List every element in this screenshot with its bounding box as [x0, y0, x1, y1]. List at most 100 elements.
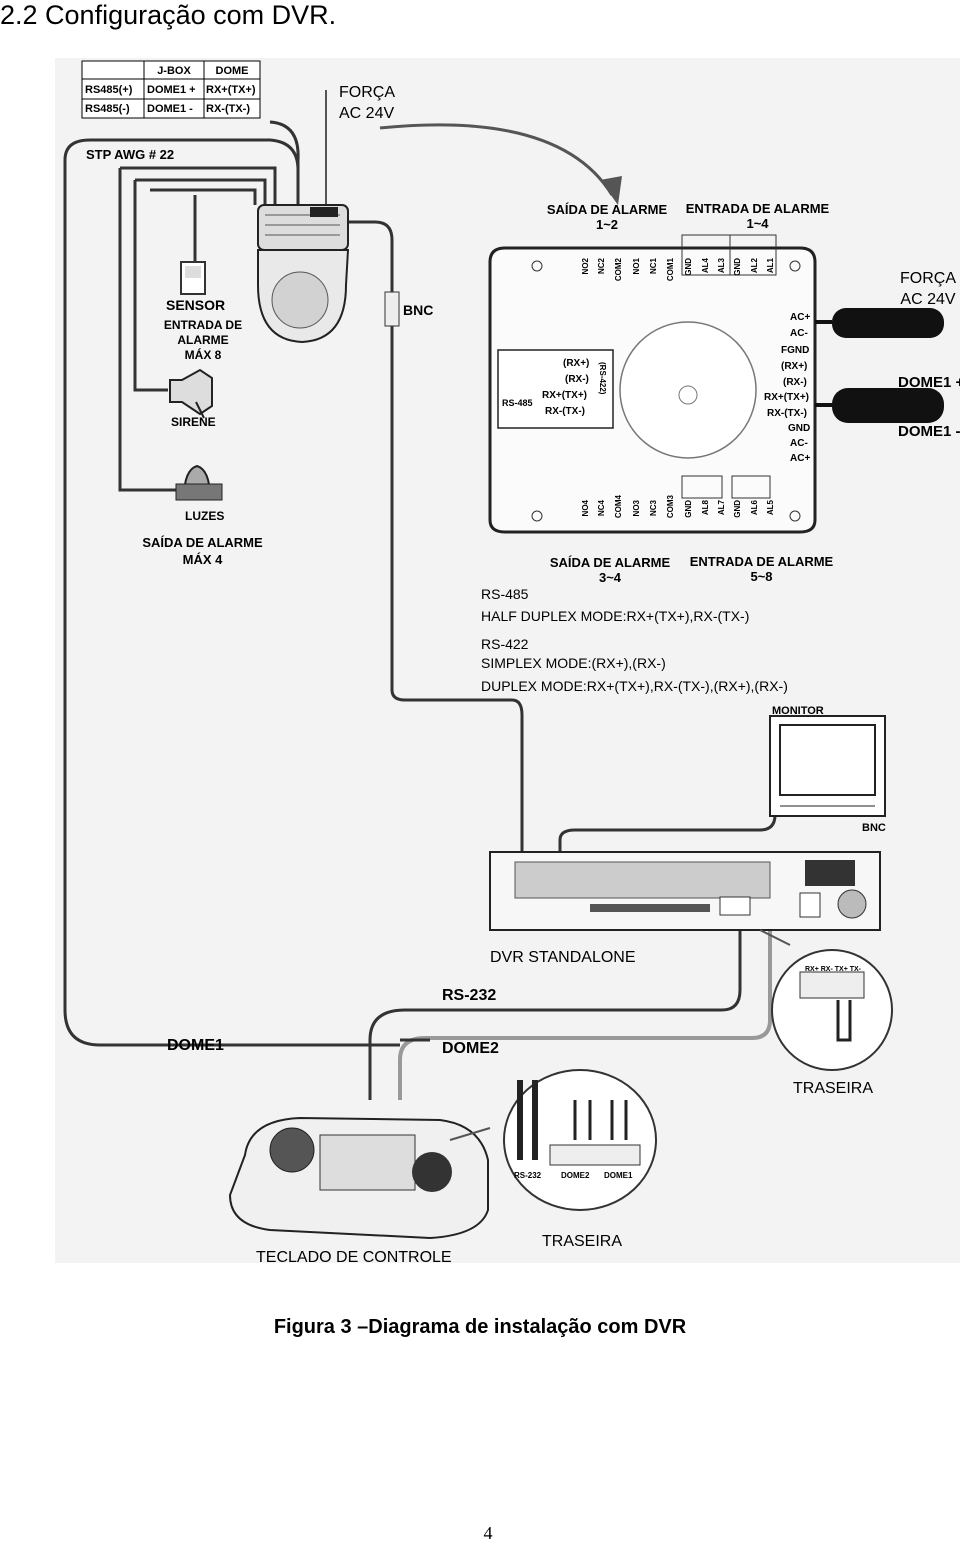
dome1-label: DOME1 [167, 1037, 224, 1054]
alarm-input-label: ALARME [177, 333, 229, 347]
installation-diagram [55, 58, 960, 1263]
alarm-out-label: SAÍDA DE ALARME [546, 202, 668, 217]
alarm-in-label: ENTRADA DE ALARME [689, 554, 834, 569]
dome-camera [257, 204, 350, 344]
rs232-label: RS-232 [442, 987, 497, 1004]
terminal-label: GND [788, 423, 811, 434]
terminal-label: GND [733, 500, 742, 518]
alarm-out-label: 1~2 [595, 217, 619, 232]
jbox-cell: RS485(-) [85, 103, 130, 115]
sensor-label: SENSOR [166, 297, 226, 313]
alarm-input-label: MÁX 8 [184, 348, 222, 362]
dome-plus-label: DOME1 + [898, 374, 960, 391]
rs485-title: RS-485 [481, 586, 529, 602]
terminal-label: AC- [790, 438, 808, 449]
alarm-in-label: 5~8 [750, 569, 773, 584]
rear-pin-labels: RX+ RX- TX+ TX- [805, 966, 862, 973]
monitor-label: MONITOR [772, 705, 824, 717]
dome-minus-label: DOME1 - [898, 423, 960, 440]
cable-rs232 [368, 918, 742, 1100]
terminal-label: NO2 [581, 258, 590, 275]
kb-port-label: DOME2 [561, 1171, 590, 1180]
alarm-out-label: SAÍDA DE ALARME [549, 555, 671, 570]
alarm-in-label: 1~4 [746, 216, 769, 231]
dvr-device [489, 851, 881, 931]
rs422-title: RS-422 [481, 636, 529, 652]
bnc-monitor-label: BNC [862, 822, 886, 834]
monitor-device [769, 715, 886, 817]
cable-lights [118, 168, 178, 492]
power-label-right: FORÇA [900, 270, 956, 287]
power-cables [815, 308, 944, 423]
power-label: FORÇA [339, 84, 395, 101]
rs-line-label: (RX+) [563, 358, 590, 369]
lights-device [175, 464, 223, 501]
cables [63, 120, 777, 1100]
figure-caption: Figura 3 –Diagrama de instalação com DVR [273, 1316, 687, 1338]
jbox-cell: DOME1 + [147, 84, 196, 96]
dome2-label: DOME2 [442, 1040, 499, 1057]
terminal-label: AL6 [750, 500, 759, 516]
rs422-simplex: SIMPLEX MODE:(RX+),(RX-) [481, 655, 666, 671]
terminal-label: AL8 [701, 500, 710, 516]
alarm-output-label: SAÍDA DE ALARME [142, 535, 263, 550]
terminal-label: NC1 [649, 258, 658, 275]
cable-siren [133, 180, 168, 392]
jbox-table [81, 60, 261, 119]
dvr-label: DVR STANDALONE [490, 949, 636, 966]
terminal-label: COM4 [614, 495, 623, 519]
cable-spec-label: STP AWG # 22 [86, 147, 175, 162]
alarm-output-label: MÁX 4 [182, 552, 223, 567]
terminal-label: AL7 [717, 500, 726, 516]
siren-label: SIRENE [171, 415, 216, 429]
keyboard-rear-zoom [503, 1069, 657, 1211]
power-label-right: AC 24V [900, 291, 956, 308]
terminal-label: GND [684, 500, 693, 518]
section-heading: 2.2 Configuração com DVR. [0, 0, 337, 30]
terminal-label: GND [733, 258, 742, 276]
terminal-label: AL5 [766, 500, 775, 516]
rs485-mode: HALF DUPLEX MODE:RX+(TX+),RX-(TX-) [481, 608, 750, 624]
rs422-box-label: (RS-422) [598, 362, 607, 395]
terminal-label: AC+ [790, 453, 811, 464]
rear-panel-zoom [759, 929, 893, 1071]
terminal-label: RX-(TX-) [767, 408, 807, 419]
rear-label: TRASEIRA [793, 1080, 874, 1097]
rs485-box-label: RS-485 [502, 398, 533, 408]
bnc-connector [384, 291, 400, 327]
terminal-label: NC4 [597, 500, 606, 517]
jbox-cell: DOME1 - [147, 103, 193, 115]
bnc-label: BNC [403, 302, 434, 318]
page-number: 4 [483, 1523, 493, 1543]
control-board [488, 234, 817, 534]
kb-port-label: DOME1 [604, 1171, 633, 1180]
cable-bnc-video [345, 220, 524, 860]
jbox-cell: RX-(TX-) [206, 103, 250, 115]
terminal-label: RX+(TX+) [764, 392, 810, 403]
jbox-cell: RX+(TX+) [206, 84, 256, 96]
terminal-label: NO1 [632, 258, 641, 275]
terminal-label: (RX-) [783, 377, 807, 388]
terminal-label: AL4 [701, 258, 710, 274]
alarm-in-label: ENTRADA DE ALARME [685, 201, 830, 216]
power-label: AC 24V [339, 105, 395, 122]
terminal-label: NC2 [597, 258, 606, 275]
terminal-label: AC+ [790, 312, 811, 323]
kb-port-label: RS-232 [514, 1171, 542, 1180]
sensor-device [180, 261, 206, 295]
rs-connector-box [497, 349, 614, 429]
terminal-label: NC3 [649, 500, 658, 517]
keyboard-label: TECLADO DE CONTROLE [256, 1249, 452, 1266]
terminal-label: COM2 [614, 258, 623, 282]
cable-dome1 [63, 160, 400, 1047]
terminal-label: COM1 [666, 258, 675, 282]
cable-monitor [558, 814, 777, 860]
control-keyboard [228, 1116, 489, 1240]
terminal-label: NO3 [632, 500, 641, 517]
jbox-cell: RS485(+) [85, 84, 133, 96]
lights-label: LUZES [185, 509, 225, 523]
rear-label: TRASEIRA [542, 1233, 623, 1250]
terminal-label: AC- [790, 328, 808, 339]
terminal-label: AL2 [750, 258, 759, 274]
rs-line-label: (RX-) [565, 374, 589, 385]
